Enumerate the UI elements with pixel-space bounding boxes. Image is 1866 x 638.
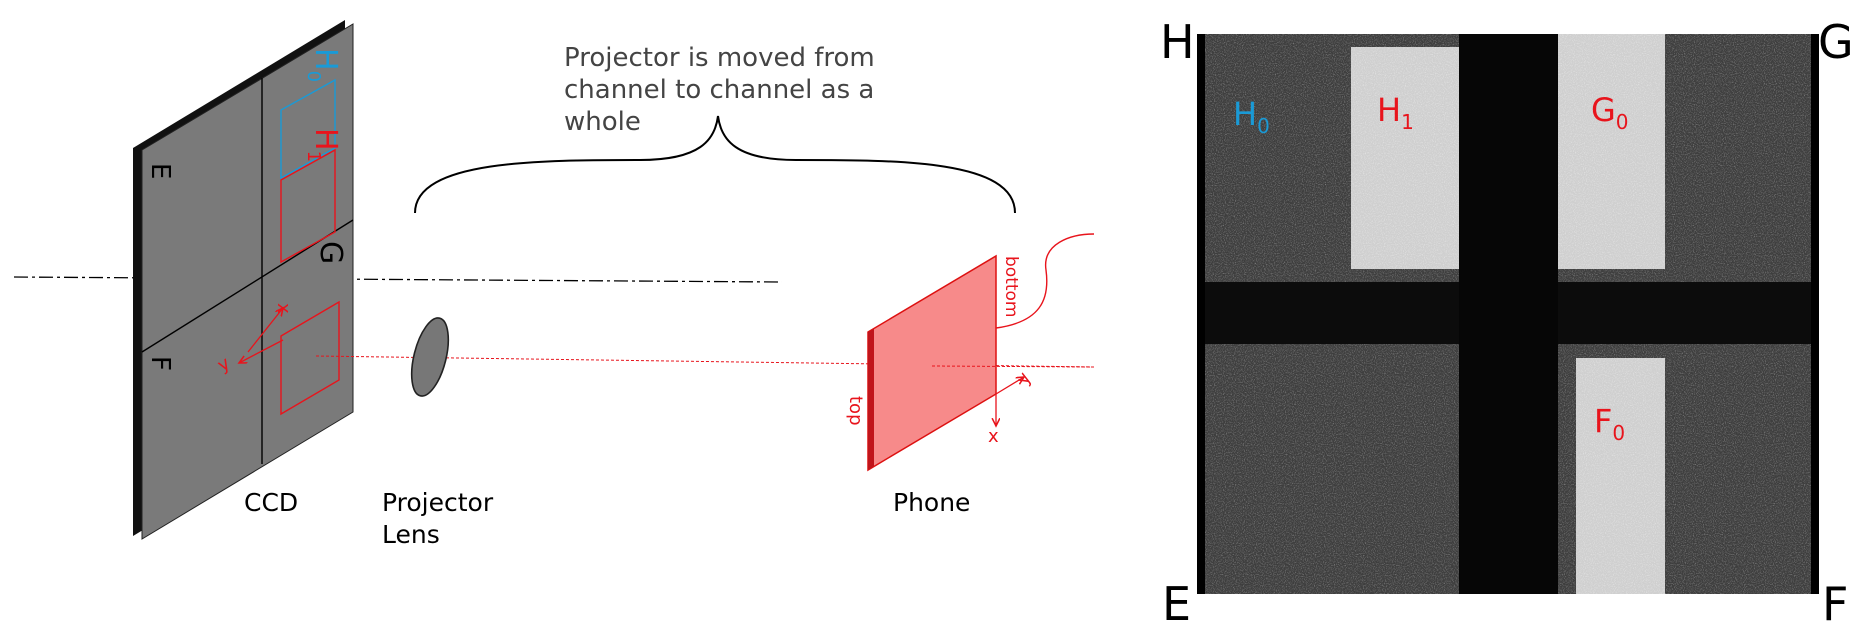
region-h1-label: H1 xyxy=(1377,91,1414,134)
ccd-axis-x-label: x xyxy=(273,303,294,314)
caption-brace xyxy=(414,115,1016,214)
region-h0-label: H0 xyxy=(1233,95,1270,138)
optical-axis-line xyxy=(13,276,783,283)
ccd-axis-x-arrow xyxy=(247,308,283,353)
image-frame-right xyxy=(1811,34,1819,594)
corner-f: F xyxy=(1822,577,1848,631)
channel-h1-label: H1 xyxy=(303,128,343,162)
phone-label: Phone xyxy=(893,488,970,517)
phone-axis-x-label: x xyxy=(988,426,999,447)
phone-bottom-label: bottom xyxy=(1001,256,1021,317)
corner-e: E xyxy=(1162,577,1191,631)
ccd-quadrant-e: E xyxy=(145,163,175,179)
caption-text: Projector is moved from channel to chann… xyxy=(564,43,883,137)
phone-axis-y-label: y xyxy=(1012,368,1036,388)
lens-label-line1: Projector xyxy=(382,488,494,517)
bright-region-h1-noise xyxy=(1351,47,1459,269)
phone-top-label: top xyxy=(845,396,866,426)
right-image: H0 H1 G0 F0 H G E F xyxy=(1160,15,1854,631)
lens-label-line2: Lens xyxy=(382,520,440,549)
ccd-label: CCD xyxy=(244,488,298,517)
region-g0-label: G0 xyxy=(1591,91,1629,134)
phone-axis-y-arrow xyxy=(995,377,1024,395)
dark-band-vertical xyxy=(1459,34,1558,594)
corner-h: H xyxy=(1160,15,1195,69)
corner-g: G xyxy=(1818,15,1854,69)
channel-h0-label: H0 xyxy=(303,48,343,82)
image-frame-left xyxy=(1197,34,1205,594)
channel-h1-outline xyxy=(280,148,336,264)
ccd-quadrant-g: G xyxy=(313,241,348,264)
ccd-quadrant-f: F xyxy=(145,356,175,371)
ccd-axis-y-arrow xyxy=(239,339,284,363)
ccd-plate xyxy=(133,20,354,540)
phone-bottom-leader xyxy=(995,233,1095,329)
region-f0-label: F0 xyxy=(1594,402,1625,445)
bright-region-f0-noise xyxy=(1576,358,1665,594)
projector-lens xyxy=(410,317,450,397)
bright-region-g0-noise xyxy=(1558,34,1665,269)
left-diagram: E F G H0 H1 x y Projector is moved from … xyxy=(13,20,1095,549)
phone xyxy=(867,254,1095,472)
channel-h0-outline xyxy=(280,78,336,180)
svg-text:H0: H0 xyxy=(303,48,343,82)
svg-text:H1: H1 xyxy=(303,128,343,162)
channel-f-outline xyxy=(280,300,340,416)
